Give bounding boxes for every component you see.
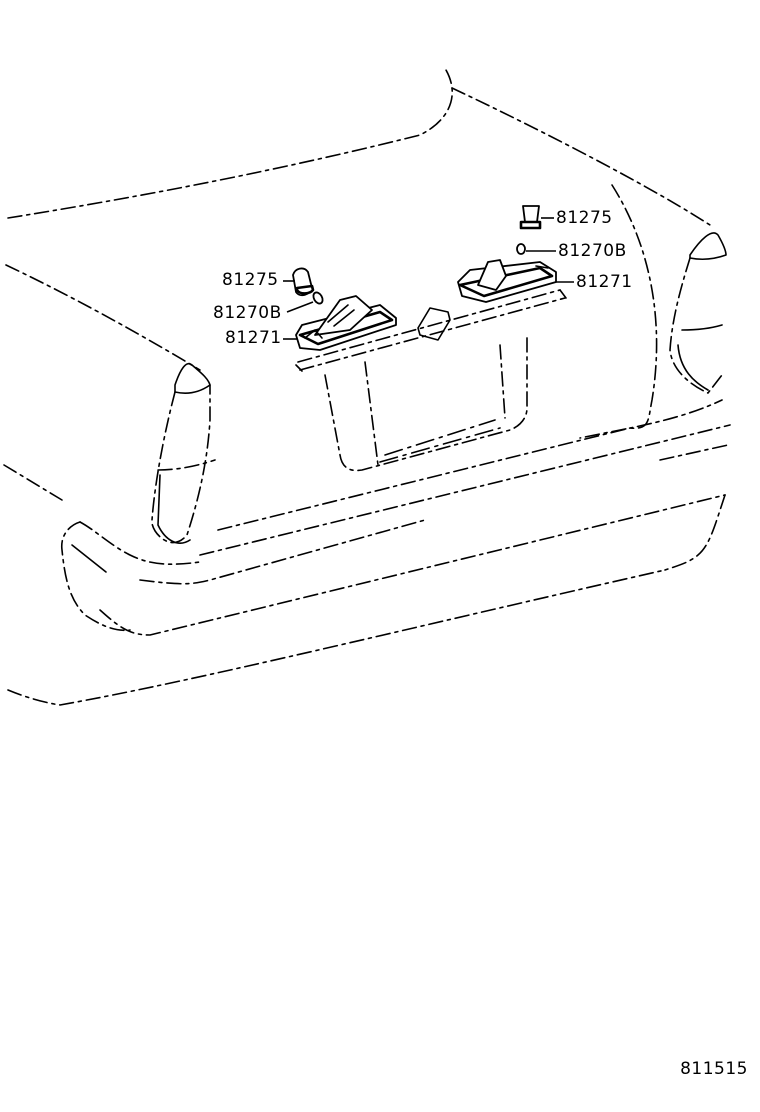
bumper-lower-line (7, 569, 666, 706)
callout-right-bulb: 81270B (558, 241, 627, 261)
lamp-mount-bar-end (295, 289, 567, 372)
callout-right-lamp-assembly: 81271 (576, 272, 633, 292)
left-fender-lower (3, 464, 63, 501)
plate-recess-inner-left (364, 361, 379, 466)
right-taillamp-body (669, 257, 723, 394)
left-fender-line (5, 264, 201, 371)
center-bracket (417, 307, 451, 341)
bumper-upper-contour (79, 521, 201, 565)
left-license-lamp (295, 295, 397, 351)
bumper-outline-left (60, 521, 131, 632)
leader-left-81270b (286, 301, 314, 313)
right-taillamp-top (689, 232, 727, 261)
bumper-mid-line (99, 494, 726, 636)
callout-left-bulb: 81270B (213, 303, 282, 323)
right-license-lamp (457, 259, 557, 303)
left-taillamp-lower (157, 459, 216, 471)
left-taillamp-lens (157, 474, 191, 544)
plate-recess-outer (324, 334, 528, 472)
right-bulb (516, 243, 526, 255)
trunk-lid-right-edge (451, 87, 711, 226)
plate-recess-inner-right (499, 344, 506, 419)
lamp-mount-bar-top (297, 289, 566, 371)
trunk-lid-top-edge (7, 69, 454, 219)
bumper-left-crease (71, 544, 107, 573)
left-taillamp-top (174, 363, 211, 394)
callout-left-bulb-socket: 81275 (222, 270, 279, 290)
bumper-top-line-2 (139, 519, 426, 585)
bumper-right-upper (659, 444, 729, 461)
left-bulb-socket (292, 267, 315, 297)
left-bulb (312, 291, 324, 305)
right-bulb-socket (519, 205, 542, 230)
left-taillamp-body (151, 384, 211, 544)
illustration-code: 811515 (680, 1059, 748, 1079)
callout-left-lamp-assembly: 81271 (225, 328, 282, 348)
plate-recess-bottom-line (379, 419, 501, 463)
trunk-bottom-line (217, 399, 723, 531)
callout-right-bulb-socket: 81275 (556, 208, 613, 228)
right-taillamp-lens (677, 324, 723, 391)
bumper-right-end (664, 494, 726, 571)
bumper-top-line-1 (199, 424, 731, 556)
